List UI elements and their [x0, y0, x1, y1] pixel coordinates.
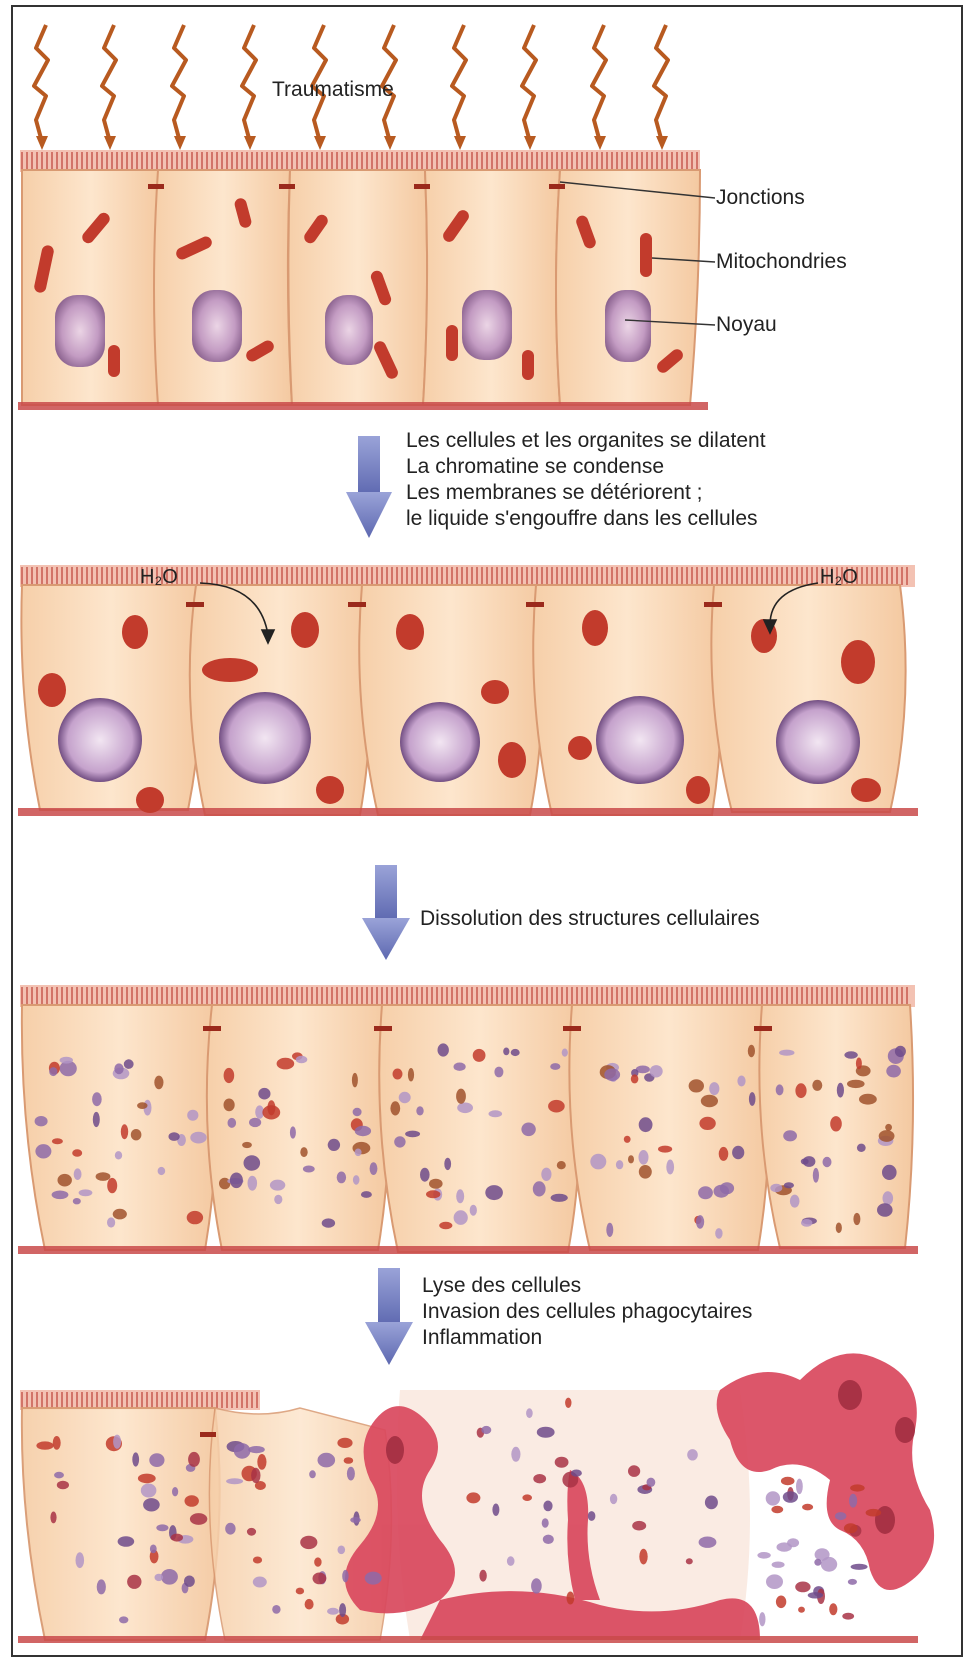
caption-line: Les cellules et les organites se dilaten… [406, 428, 766, 453]
caption-line: Inflammation [422, 1325, 542, 1350]
dissolving-cell [379, 1005, 580, 1252]
caption-line: Invasion des cellules phagocytaires [422, 1299, 752, 1324]
water-label-right: H₂O [820, 566, 858, 589]
trauma-label: Traumatisme [272, 78, 394, 102]
junctions-label: Jonctions [716, 186, 805, 210]
dissolving-cell [569, 1005, 769, 1250]
caption-line: le liquide s'engouffre dans les cellules [406, 506, 758, 531]
step2-caption: Dissolution des structures cellulaires [420, 906, 760, 931]
panel-dissolving-cells [18, 985, 918, 1254]
caption-line: Lyse des cellules [422, 1273, 581, 1298]
normal-cell [154, 170, 292, 405]
panel-swollen-cells [18, 565, 918, 816]
caption-line: La chromatine se condense [406, 454, 664, 479]
nucleus-label: Noyau [716, 313, 777, 337]
junction-marker [200, 1432, 216, 1437]
normal-cell [423, 170, 560, 405]
caption-line: Les membranes se détériorent ; [406, 480, 702, 505]
mitochondria-label: Mitochondries [716, 250, 847, 274]
water-label-left: H₂O [140, 566, 178, 589]
normal-cell [556, 170, 700, 405]
swollen-cell [359, 585, 543, 815]
normal-cell [288, 170, 427, 405]
